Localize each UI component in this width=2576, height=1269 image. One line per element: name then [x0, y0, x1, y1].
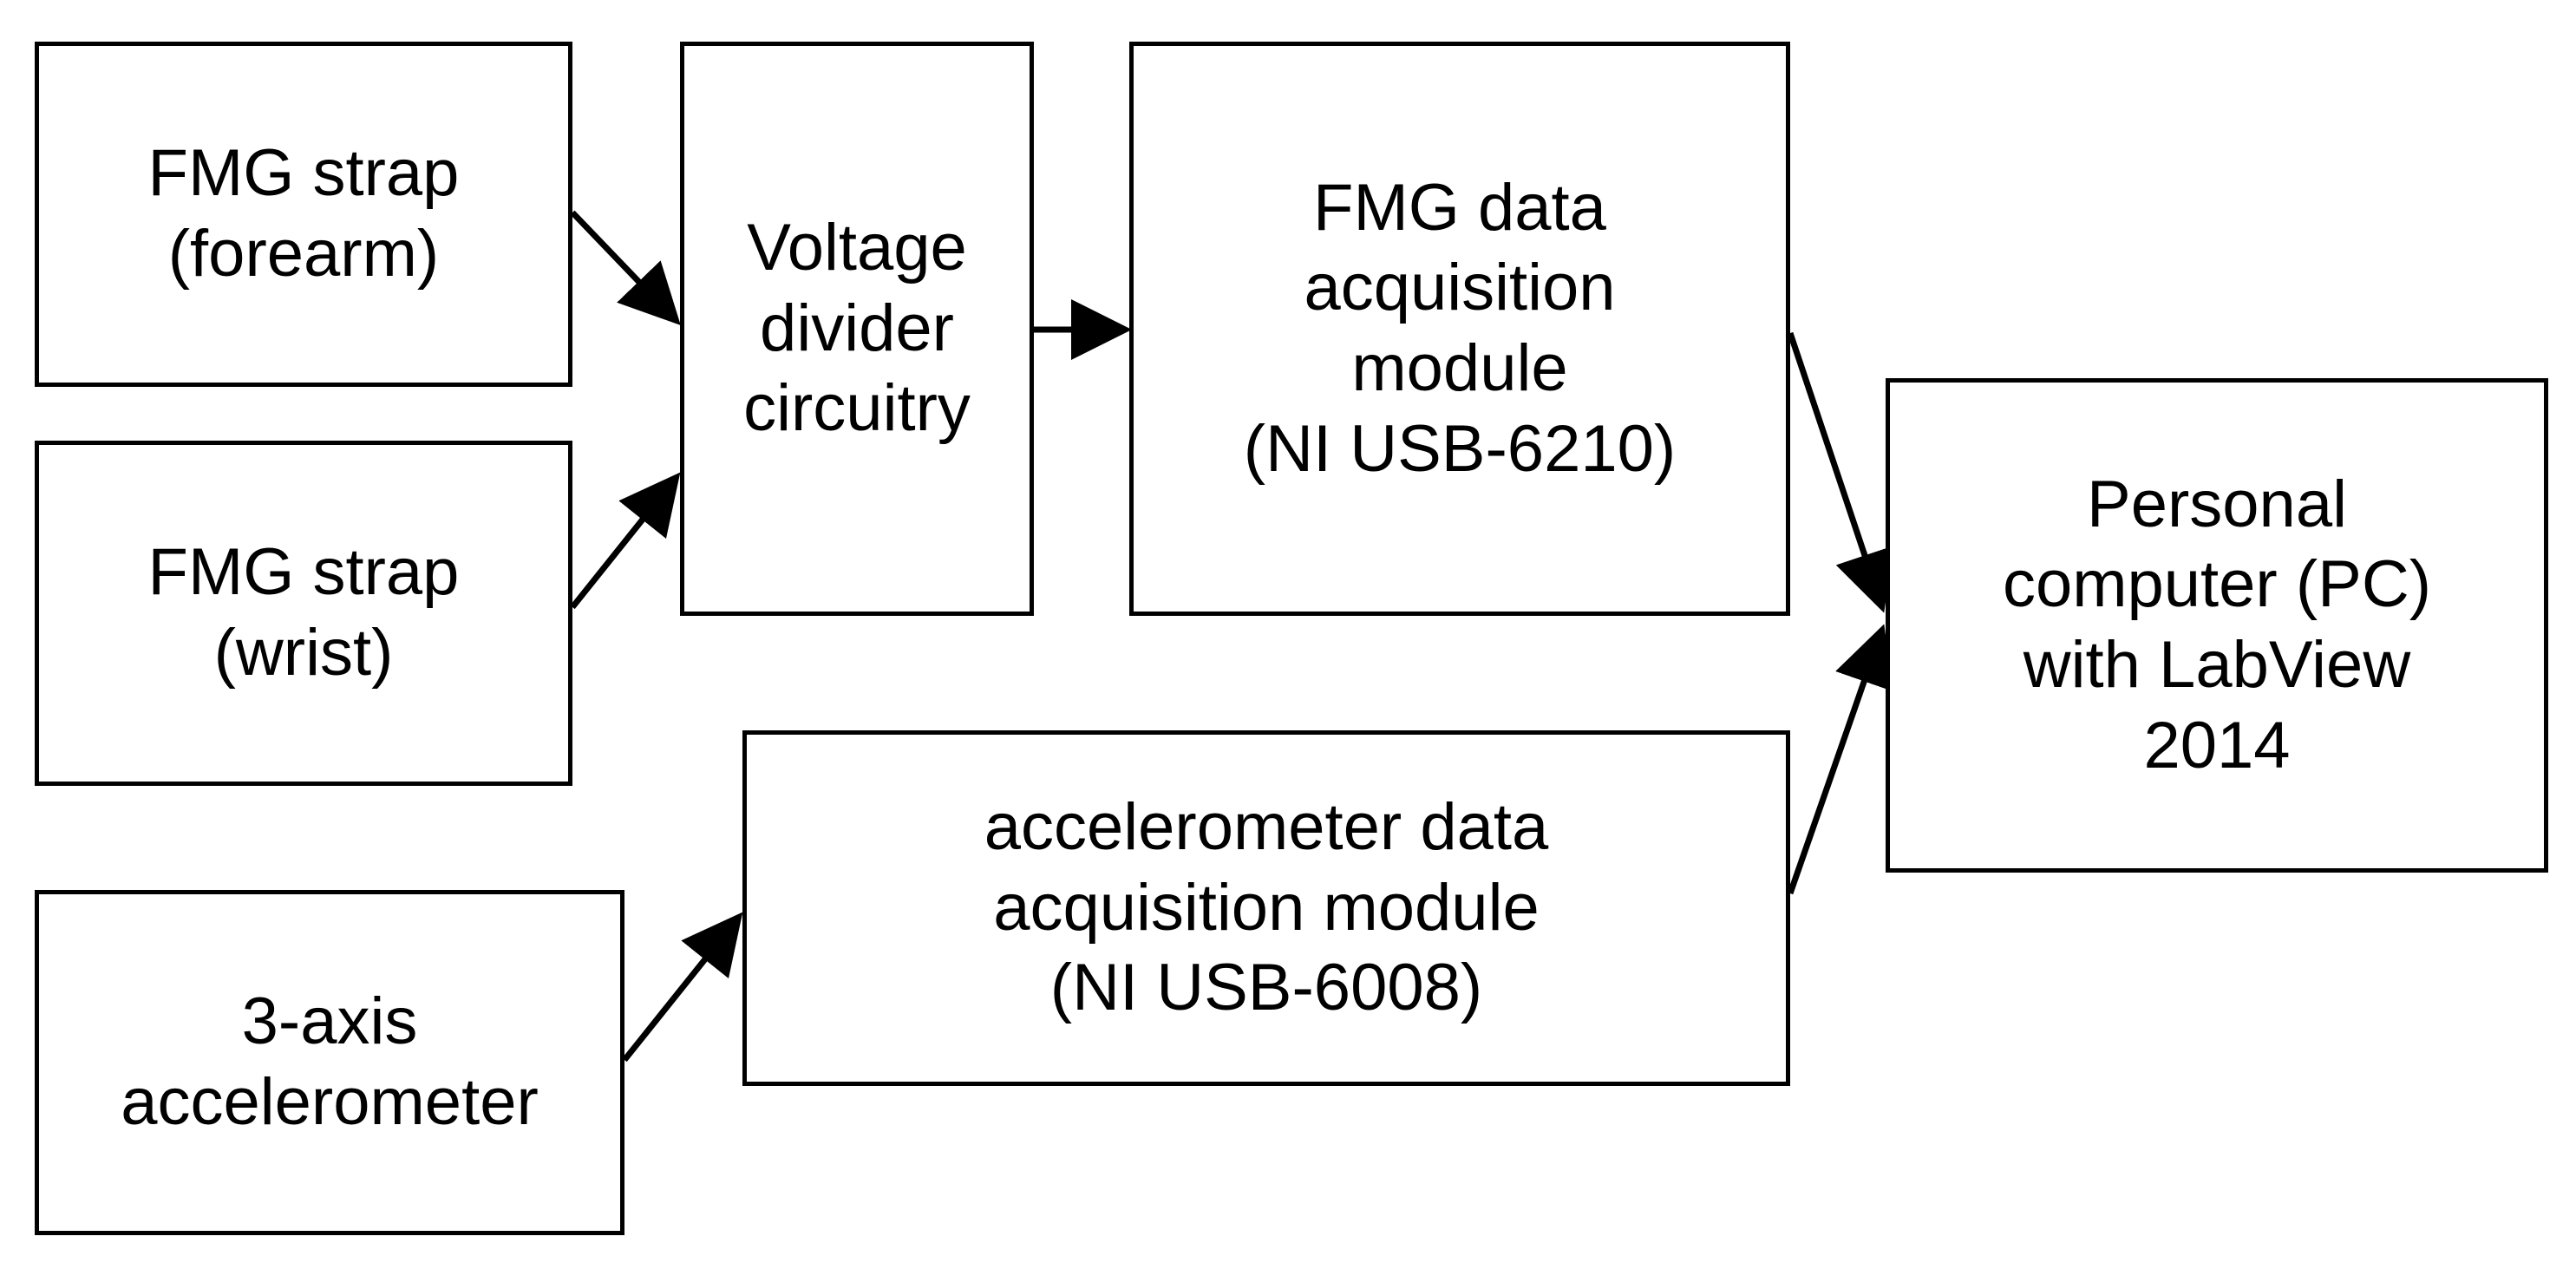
- fmg-strap-wrist-block: FMG strap (wrist): [35, 441, 572, 786]
- fmg-strap-forearm-label: FMG strap (forearm): [147, 136, 460, 291]
- voltage-divider-label: Voltage divider circuitry: [743, 210, 971, 446]
- accelerometer-daq-block: accelerometer data acquisition module (N…: [742, 730, 1790, 1086]
- voltage-divider-block: Voltage divider circuitry: [680, 42, 1034, 616]
- arrow-fmg-daq-to-pc: [1787, 331, 1894, 613]
- arrow-accel-daq-to-pc: [1787, 624, 1893, 895]
- accelerometer-label: 3-axis accelerometer: [121, 984, 539, 1139]
- arrow-accelerometer-to-accel-daq: [622, 912, 743, 1063]
- fmg-strap-forearm-block: FMG strap (forearm): [35, 42, 572, 387]
- fmg-strap-wrist-label: FMG strap (wrist): [147, 535, 460, 690]
- arrow-forearm-to-voltage-divider: [570, 210, 681, 326]
- accelerometer-block: 3-axis accelerometer: [35, 890, 624, 1235]
- fmg-daq-block: FMG data acquisition module (NI USB-6210…: [1129, 42, 1790, 616]
- personal-computer-label: Personal computer (PC) with LabView 2014: [2002, 467, 2432, 782]
- fmg-daq-label: FMG data acquisition module (NI USB-6210…: [1243, 170, 1677, 486]
- accelerometer-daq-label: accelerometer data acquisition module (N…: [984, 789, 1549, 1025]
- arrow-wrist-to-voltage-divider: [570, 472, 681, 610]
- personal-computer-block: Personal computer (PC) with LabView 2014: [1886, 378, 2548, 873]
